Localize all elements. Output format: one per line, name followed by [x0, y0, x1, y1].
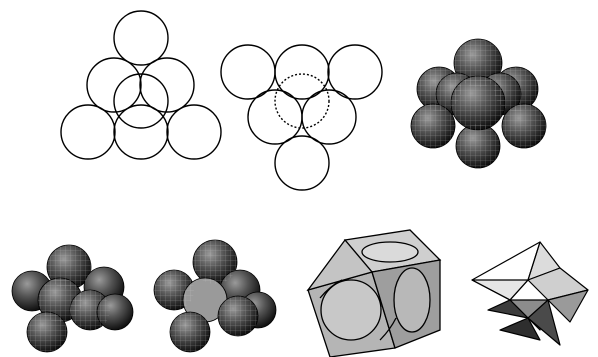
circle-outline [167, 105, 221, 159]
circle-outline [61, 105, 115, 159]
circle-outline [248, 90, 302, 144]
circle-outline [140, 58, 194, 112]
circle-outline [275, 136, 329, 190]
cube-with-sphere-sections [308, 230, 440, 357]
circle-layer-triangle [61, 11, 221, 159]
sphere-cluster-top [411, 39, 546, 168]
circle-outline [114, 11, 168, 65]
circle-layer-inverted [221, 45, 382, 190]
circle-outline [114, 105, 168, 159]
sphere-section-disc [321, 280, 381, 340]
sphere-cluster-bottom-1 [12, 245, 133, 352]
sphere-section-disc [394, 268, 430, 332]
circle-outline [302, 90, 356, 144]
sphere-cluster-bottom-2 [154, 240, 276, 352]
stella-octangula [472, 242, 588, 345]
sphere-section-disc [362, 242, 418, 262]
